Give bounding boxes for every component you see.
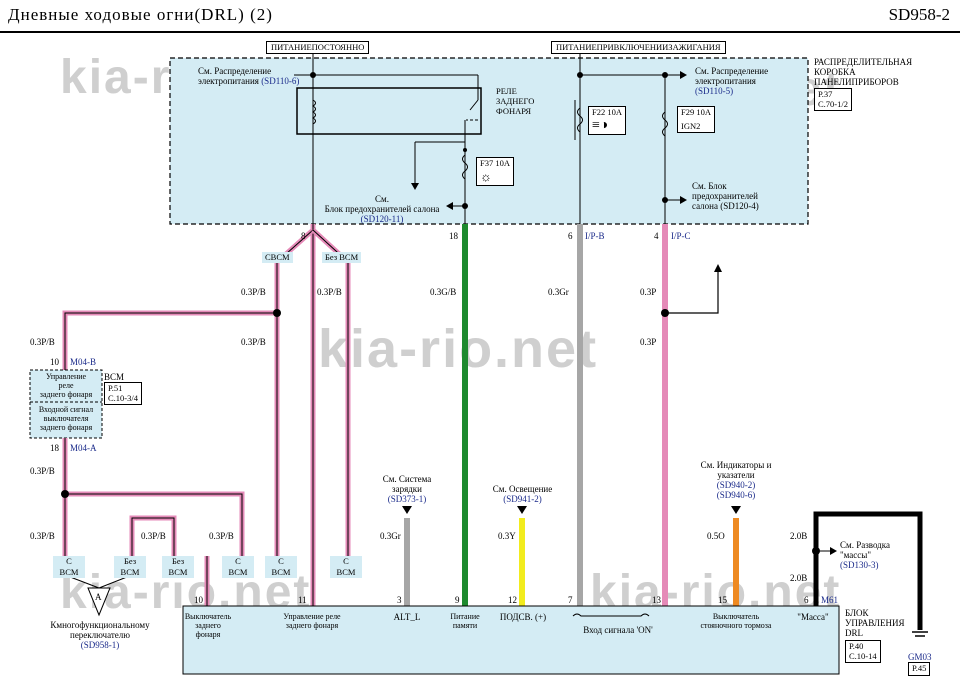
wire-label-black: 2.0B: [790, 573, 808, 583]
drl-pin: 11: [298, 595, 307, 605]
page-code: SD958-2: [888, 5, 950, 24]
drl-on-signal: Вход сигнала 'ON': [583, 625, 653, 635]
relay-box: [296, 87, 482, 135]
tab-without-bcm: Без BCM: [322, 252, 362, 263]
drl-pin: 12: [508, 595, 517, 605]
wire-label: 0.3P/B: [30, 337, 55, 347]
bcm-conn-a: M04-A: [70, 443, 97, 453]
drl-conn: M61: [821, 595, 839, 605]
watermark: kia-rio.net: [318, 319, 599, 379]
ground-code: GM03: [908, 652, 932, 662]
jpin-8: 8: [301, 231, 306, 241]
headlight-icon: ≡◑: [592, 117, 609, 133]
drl-pin: 6: [804, 595, 809, 605]
jpin-4-conn: I/P-C: [671, 231, 691, 241]
ground-ref: См. Разводка"массы" (SD130-3): [840, 540, 890, 570]
wire-label: 0.3P/B: [317, 287, 342, 297]
lamp-icon: ☼: [480, 168, 492, 184]
wire-label-alt: 0.3Gr: [380, 531, 401, 541]
tab-with-bcm: СBCM: [262, 252, 293, 263]
drl-pin-label: ПОДСВ. (+): [499, 612, 547, 622]
drl-pin-label: "Масса": [797, 612, 829, 622]
wire-label-gray: 0.3Gr: [548, 287, 569, 297]
wire-label: 0.3P/B: [241, 287, 266, 297]
fuse-f22: F22 10A≡◑: [588, 106, 626, 135]
jpin-4: 4: [654, 231, 659, 241]
wire-label-orange: 0.5O: [707, 531, 725, 541]
bcm-label: BCM: [104, 372, 125, 382]
bcm-pin-10: 10: [50, 357, 59, 367]
ground-ref-box: P.45: [908, 662, 931, 676]
connector-a: A: [95, 592, 102, 602]
bcm-pin-18: 18: [50, 443, 59, 453]
fuse-block-ref-1: См.Блок предохранителей салона (SD120-11…: [324, 194, 440, 224]
page-title: Дневные ходовые огни(DRL) (2): [8, 5, 273, 24]
fuse-f37: F37 10A☼: [476, 157, 514, 186]
drl-pin-label: ALT_L: [393, 612, 421, 622]
drl-pin: 9: [455, 595, 460, 605]
drl-pin: 10: [194, 595, 203, 605]
jpin-6: 6: [568, 231, 573, 241]
power-ignition-label: ПИТАНИЕПРИВКЛЮЧЕНИИЗАЖИГАНИЯ: [551, 41, 726, 54]
wire-label: 0.3P/B: [241, 337, 266, 347]
lighting-ref: См. Освещение(SD941-2): [492, 484, 553, 504]
wire-label-yellow: 0.3Y: [498, 531, 516, 541]
wire-label: 0.3P/B: [141, 531, 166, 541]
wire-label-pink: 0.3P: [640, 337, 657, 347]
drl-pin: 15: [718, 595, 727, 605]
bcm-box: [29, 369, 103, 439]
header-rule: [0, 31, 960, 33]
jpin-18: 18: [449, 231, 458, 241]
header: Дневные ходовые огни(DRL) (2) SD958-2: [0, 0, 960, 33]
jpin-6-conn: I/P-B: [585, 231, 605, 241]
junction-box-label: РАСПРЕДЕЛИТЕЛЬНАЯ КОРОБКА ПАНЕЛИПРИБОРОВ: [814, 57, 913, 87]
wire-label: 0.3P/B: [30, 531, 55, 541]
bcm-conn-b: M04-B: [70, 357, 97, 367]
power-always-label: ПИТАНИЕПОСТОЯННО: [266, 41, 370, 54]
wire-label: 0.3P/B: [209, 531, 234, 541]
drl-pin: 7: [568, 595, 573, 605]
wire-label-black: 2.0B: [790, 531, 808, 541]
drl-unit-box: [182, 605, 840, 675]
junction-box: [169, 57, 809, 225]
wire-label-pink: 0.3P: [640, 287, 657, 297]
drl-pin: 13: [652, 595, 661, 605]
wire-label: 0.3P/B: [30, 466, 55, 476]
wire-label-green: 0.3G/B: [430, 287, 457, 297]
drl-pin: 3: [397, 595, 402, 605]
